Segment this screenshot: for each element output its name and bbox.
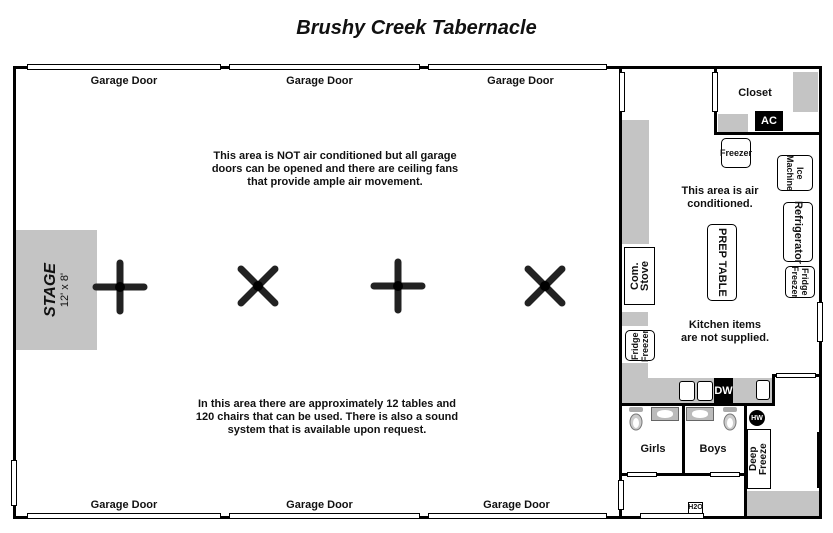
prep-table: PREP TABLE [707, 224, 737, 301]
ceiling-fan-icon [524, 265, 566, 307]
stage: STAGE 12' x 8' [16, 230, 97, 350]
deep-freeze: Deep Freeze [747, 429, 771, 489]
wall [682, 403, 685, 475]
prep-table-label: PREP TABLE [716, 228, 728, 297]
storage [747, 491, 819, 516]
restroom-door [710, 472, 740, 477]
garage-door [229, 513, 420, 519]
stage-size: 12' x 8' [58, 272, 71, 308]
restroom-door [627, 472, 657, 477]
sink [756, 380, 770, 400]
wall [817, 432, 821, 488]
closet-wall [714, 132, 822, 135]
refrigerator: Refrigerator [783, 200, 813, 264]
garage-door [428, 513, 607, 519]
hall-note-bottom: In this area there are approximately 12 … [195, 398, 459, 436]
door [618, 480, 624, 510]
ceiling-fan-icon [92, 259, 148, 315]
garage-door [27, 64, 221, 70]
door [776, 373, 816, 378]
boys-restroom-label: Boys [699, 443, 727, 455]
sink [686, 407, 714, 421]
sink [697, 381, 713, 401]
garage-door-label: Garage Door [487, 75, 554, 87]
ice-machine-label: Ice Machine [785, 155, 805, 192]
refrigerator-label: Refrigerator [792, 200, 804, 264]
garage-door-label: Garage Door [90, 499, 158, 511]
garage-door-label: Garage Door [286, 499, 353, 511]
stage-label: STAGE [41, 263, 59, 317]
counter [622, 120, 649, 244]
stove: Com. Stove [624, 247, 655, 305]
kitchen-door [619, 72, 625, 112]
wall [13, 66, 16, 519]
door [817, 302, 823, 342]
counter [622, 312, 648, 326]
kitchen-note-ac: This area is air conditioned. [681, 185, 759, 210]
door [640, 513, 704, 519]
wall [619, 403, 775, 406]
ceiling-fan-icon [370, 258, 426, 314]
fridge-freezer: Fridge Freezer [625, 329, 655, 362]
garage-door-label: Garage Door [483, 499, 550, 511]
side-door [11, 460, 17, 506]
closet-shelf [793, 72, 818, 112]
hall-note-top: This area is NOT air conditioned but all… [211, 150, 459, 188]
ceiling-fan-icon [237, 265, 279, 307]
wall [744, 403, 747, 519]
girls-restroom-label: Girls [640, 443, 666, 455]
garage-door-label: Garage Door [286, 75, 353, 87]
closet-label: Closet [738, 87, 772, 99]
toilet-icon [629, 407, 643, 431]
deep-freeze-label: Deep Freeze [748, 443, 769, 475]
page-title: Brushy Creek Tabernacle [296, 17, 537, 39]
wall [619, 473, 747, 476]
stove-label: Com. Stove [628, 261, 651, 291]
garage-door [229, 64, 420, 70]
dishwasher: DW [714, 378, 733, 403]
freezer: Freezer [720, 138, 752, 168]
kitchen-note-items: Kitchen items are not supplied. [680, 319, 769, 344]
ac-unit: AC [755, 111, 783, 131]
toilet-icon [723, 407, 737, 431]
wall [619, 66, 622, 519]
ice-machine: Ice Machine [777, 155, 813, 191]
fridge-freezer-label: Fridge Freezer [630, 329, 650, 362]
closet-shelf [718, 114, 748, 132]
sink [679, 381, 695, 401]
wall [772, 374, 775, 405]
fridge-freezer: Fridge Freezer [785, 266, 815, 298]
sink [651, 407, 679, 421]
garage-door [27, 513, 221, 519]
counter [622, 363, 648, 379]
wall [819, 66, 822, 519]
garage-door-label: Garage Door [90, 75, 158, 87]
closet-door [712, 72, 718, 112]
water-heater: HW [749, 410, 765, 426]
fridge-freezer-label: Fridge Freezer [790, 266, 810, 299]
garage-door [428, 64, 607, 70]
